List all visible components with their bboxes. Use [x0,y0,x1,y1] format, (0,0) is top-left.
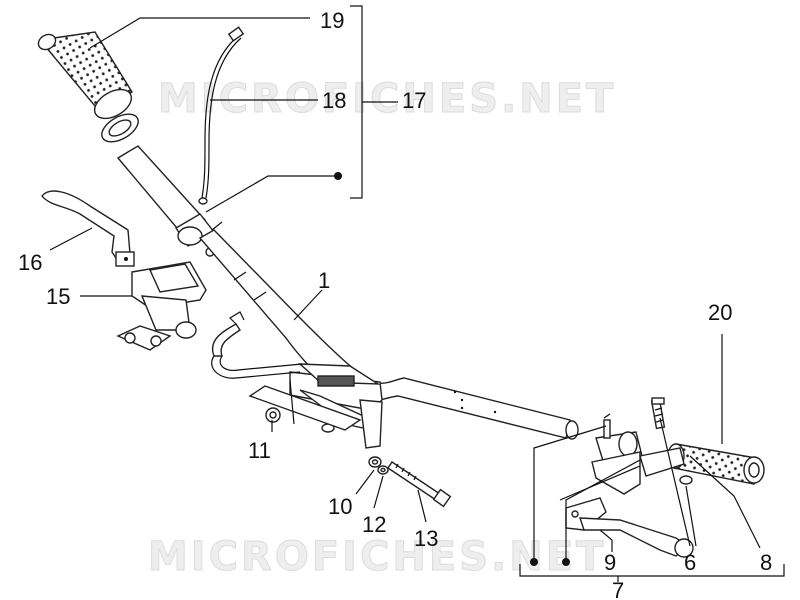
callout-13: 13 [414,526,438,551]
group-7-dot-left [530,558,538,566]
callout-20: 20 [708,300,732,325]
callout-16: 16 [18,250,42,275]
left-grip-part [37,31,139,143]
right-grip-part [639,443,765,485]
bolt-part-13 [387,461,452,508]
callout-12: 12 [362,512,386,537]
callout-6: 6 [684,550,696,575]
handlebar-marks [453,390,497,414]
washer-part-12 [377,465,389,475]
callout-19: 19 [320,8,344,33]
throttle-cable-part [198,26,245,205]
leader-lines [49,5,785,582]
callout-7: 7 [612,578,624,600]
callout-11: 11 [248,438,271,463]
handlebar-part [198,229,579,440]
center-clamp-part [248,363,383,449]
watermark-top: MICROFICHES.NET [158,76,616,122]
nut-part-11 [265,407,281,423]
callout-1: 1 [318,268,330,293]
group-7-dot-right [562,558,570,566]
callout-8: 8 [760,550,772,575]
callout-10: 10 [328,494,352,519]
left-lever-part [41,190,135,267]
throttle-tube-part [116,145,223,257]
callout-9: 9 [604,550,616,575]
wire-tube-part [211,311,303,379]
master-cylinder-part [116,261,207,351]
callout-15: 15 [46,284,70,309]
washer-part-10 [368,456,382,468]
callout-17: 17 [402,88,426,113]
group-17-dot [334,172,342,180]
watermark-bottom: MICROFICHES.NET [148,534,606,580]
callout-18: 18 [322,88,346,113]
